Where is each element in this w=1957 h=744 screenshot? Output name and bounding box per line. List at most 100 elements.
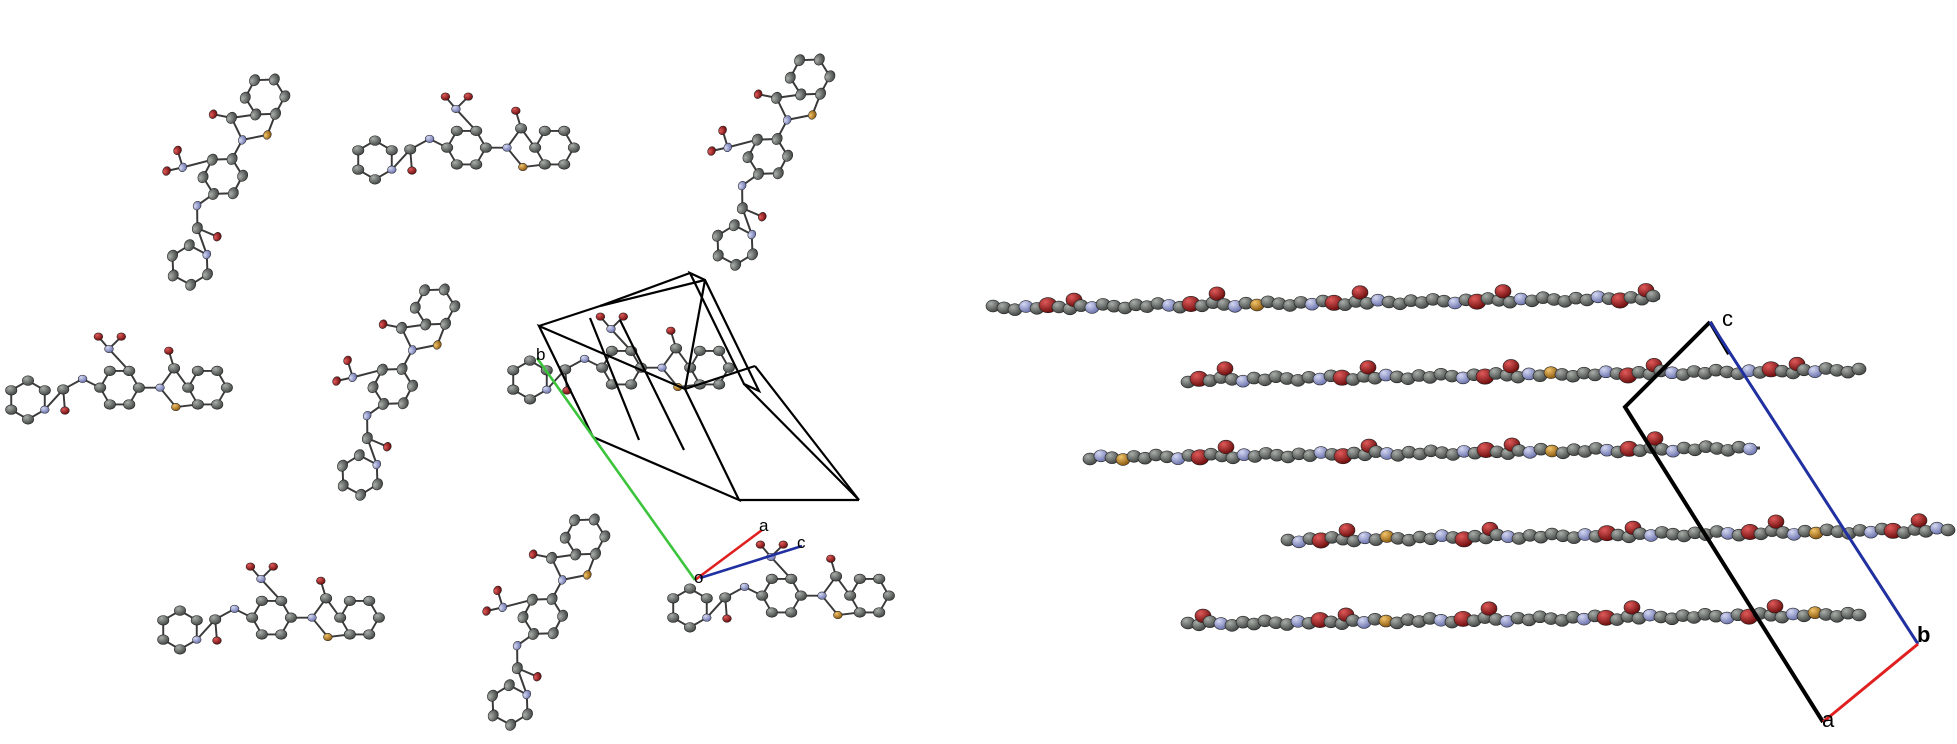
atom-O [718,125,727,135]
atom-N [155,383,165,392]
atom-C [785,607,798,618]
atom-C [38,385,51,396]
atom-C [320,593,333,604]
atom-O [1359,360,1377,375]
atom-N [256,574,266,583]
atom-C [538,159,551,170]
atom-O [60,406,70,415]
atom-C [712,229,723,242]
atom-C [517,611,529,624]
atom-O [332,376,341,386]
atom-O [268,562,278,571]
atom-O [778,540,788,549]
atom-C [569,514,581,527]
atom-N [502,143,512,152]
atom-O [511,106,521,115]
atom-C [220,382,233,393]
packing-layer-icon [1082,431,1761,466]
atom-C [343,595,356,607]
left-molecules [5,53,895,731]
atom-C [528,627,539,640]
atom-N [739,582,750,591]
atom-C [396,363,408,375]
atom-C [369,174,381,185]
atom-N [387,165,397,174]
atom-C [479,142,492,153]
atom-O [1910,513,1928,528]
axis-label-origin: o [694,568,703,587]
atom-C [197,171,209,184]
atom-C [441,142,454,153]
atom-C [404,144,417,155]
atom-C [409,301,421,314]
atom-C [873,607,886,618]
atom-C [337,479,349,492]
atom-C [765,607,778,618]
atom-C [538,125,551,137]
atom-C [268,73,280,86]
atom-C [157,615,170,626]
atom-C [470,125,483,137]
atom-O [666,326,676,335]
atom-C [367,381,379,394]
atom-C [208,187,219,200]
atom-C [355,488,367,501]
axis-b-line [535,357,697,581]
atom-C [824,70,836,83]
atom-C [167,269,179,282]
atom-C [736,202,748,215]
atom-N [178,162,188,173]
unit-cell-right: c b a [1622,306,1930,732]
atom-C [211,399,224,410]
atom-C [449,300,461,313]
atom-C [438,283,450,296]
atom-C [771,133,783,145]
atom-C [420,318,432,331]
atom-C [376,363,388,376]
atom-C [334,612,347,623]
atom-O [618,312,628,321]
atom-C [722,362,735,373]
atom-C [873,573,886,585]
atom-O [383,442,392,452]
atom-C [227,187,239,200]
atom-C [1851,362,1867,376]
right-molecular-layers [985,283,1956,632]
atom-C [507,365,520,376]
atom-C [1851,608,1867,622]
packing-layer-icon [1180,599,1867,632]
atom-O [162,166,171,176]
atom-C [57,384,70,395]
atom-O [1767,514,1785,529]
atom-C [123,365,136,377]
atom-C [567,142,580,153]
atom-C [372,478,383,491]
atom-C [249,74,261,87]
atom-C [813,53,825,66]
atom-C [211,365,224,377]
atom-C [191,222,203,235]
atom-C [670,343,683,354]
axis-label-b: b [536,345,545,364]
axis-label-c: c [797,533,806,552]
atom-S [171,403,181,412]
atom-C [470,159,483,170]
atom-N [202,249,212,260]
atom-N [817,591,827,600]
atom-O [1480,601,1498,616]
atom-C [419,284,431,297]
atom-C [250,108,262,121]
atom-C [191,399,204,410]
atom-C [191,365,204,377]
atom-C [712,249,724,262]
atom-C [558,125,571,137]
atom-C [103,365,116,377]
atom-C [667,612,680,623]
atom-C [684,583,696,594]
atom-C [353,449,365,462]
atom-C [853,573,866,585]
atom-O [722,614,732,623]
atom-C [596,362,609,373]
atom-C [713,345,726,357]
